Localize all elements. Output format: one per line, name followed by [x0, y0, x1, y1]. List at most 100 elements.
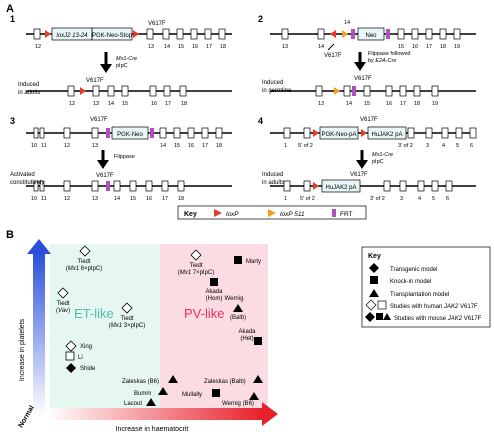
normal-label: Normal [18, 405, 36, 429]
svg-text:16: 16 [192, 44, 198, 50]
svg-text:1: 1 [284, 196, 287, 202]
x-axis-gradient [48, 408, 264, 420]
zaleskas-b6-marker [168, 375, 178, 383]
zaleskas-balb-marker [253, 375, 263, 383]
pgk-neo-stop-cassette [91, 27, 133, 41]
svg-text:Zaleskas (B6): Zaleskas (B6) [122, 379, 159, 385]
svg-text:17: 17 [206, 44, 212, 50]
svg-text:16: 16 [412, 44, 418, 50]
svg-text:16: 16 [188, 143, 194, 149]
svg-text:V617F: V617F [360, 117, 378, 123]
svg-text:16: 16 [146, 196, 152, 202]
svg-text:3: 3 [10, 116, 15, 126]
svg-text:14: 14 [318, 44, 324, 50]
panel-b-key: Key Transgenic model Knock-in model Tran… [361, 246, 491, 328]
svg-text:(Mx1 7×pIpC): (Mx1 7×pIpC) [178, 270, 215, 276]
svg-text:16: 16 [386, 101, 392, 107]
shide-marker [66, 363, 76, 373]
svg-text:V617F: V617F [90, 117, 108, 123]
svg-text:15: 15 [130, 196, 136, 202]
lacout-marker [146, 398, 156, 406]
svg-text:17: 17 [165, 101, 171, 107]
svg-text:V617F: V617F [324, 53, 342, 59]
xing-marker [65, 340, 77, 352]
svg-text:13: 13 [92, 196, 98, 202]
svg-text:13: 13 [92, 143, 98, 149]
svg-text:Induced: Induced [262, 172, 283, 178]
svg-text:loxP: loxP [226, 211, 239, 218]
svg-text:17: 17 [162, 196, 168, 202]
svg-text:Bumm: Bumm [134, 391, 151, 397]
svg-text:Studies with mouse JAK2 V617F: Studies with mouse JAK2 V617F [394, 316, 482, 322]
svg-text:3: 3 [400, 196, 403, 202]
svg-text:12: 12 [64, 143, 70, 149]
mullally-marker [212, 389, 220, 397]
svg-text:16: 16 [151, 101, 157, 107]
svg-text:pIpC: pIpC [116, 63, 128, 69]
svg-text:18: 18 [414, 101, 420, 107]
svg-text:Tiedt: Tiedt [77, 259, 90, 265]
svg-text:5: 5 [456, 143, 459, 149]
tiedt-mx1-6x-marker [79, 245, 91, 257]
human-square-icon [377, 300, 387, 310]
construct-4: 4 V617F PGK-Neo-pA HuJAK2 pA 1 5' of 2 3… [258, 116, 477, 202]
svg-text:Akada: Akada [205, 289, 223, 295]
svg-text:by E2A-Cre: by E2A-Cre [368, 58, 396, 64]
frt-icon [332, 209, 336, 217]
y-axis-arrowhead [27, 239, 51, 254]
svg-text:(Mx1 6×pIpC): (Mx1 6×pIpC) [66, 266, 103, 272]
svg-text:12: 12 [35, 44, 41, 50]
svg-text:3' of 2: 3' of 2 [370, 196, 385, 202]
svg-text:2: 2 [258, 14, 263, 24]
svg-text:in adults: in adults [262, 180, 284, 186]
svg-text:18: 18 [440, 44, 446, 50]
construct-3: 3 V617F PGK-Neo 10 11 12 13 14 15 16 17 … [10, 116, 232, 202]
marty-marker [234, 256, 242, 264]
svg-text:4: 4 [418, 196, 421, 202]
panel-a-label: A [6, 3, 14, 15]
neo-cassette [357, 27, 385, 41]
et-like-region [50, 244, 160, 414]
svg-text:4: 4 [442, 143, 445, 149]
svg-text:Xing: Xing [80, 344, 92, 350]
svg-text:Zaleskas (Balb): Zaleskas (Balb) [204, 379, 246, 385]
svg-text:Wernig: Wernig [225, 296, 244, 302]
svg-text:18: 18 [220, 44, 226, 50]
svg-text:pIpC: pIpC [372, 159, 384, 165]
tiedt-mx1-7x-marker [190, 249, 202, 261]
svg-text:Knock-in model: Knock-in model [390, 279, 431, 285]
svg-text:loxJ2 13-24: loxJ2 13-24 [56, 33, 88, 39]
construct-1: 1 loxJ2 13-24 PGK-Neo-Stop V617F 12 13 1… [10, 14, 232, 107]
svg-text:Mullally: Mullally [182, 392, 202, 398]
svg-text:Flippase: Flippase [114, 154, 135, 160]
svg-text:(Hom): (Hom) [206, 296, 223, 302]
svg-text:(Balb): (Balb) [230, 315, 246, 321]
mouse-triangle-icon [383, 313, 391, 320]
y-axis-label: Increase in platelets [19, 318, 26, 381]
svg-text:(Mx1 3×pIpC): (Mx1 3×pIpC) [109, 323, 146, 329]
knock-in-icon [370, 276, 378, 284]
svg-text:15: 15 [174, 143, 180, 149]
svg-text:11: 11 [41, 196, 47, 202]
svg-text:PGK-Neo: PGK-Neo [117, 132, 143, 138]
svg-text:4: 4 [258, 116, 263, 126]
wernig-b6-marker [249, 392, 259, 400]
svg-text:in adults: in adults [18, 90, 40, 96]
svg-text:Li: Li [78, 355, 83, 361]
svg-text:6: 6 [470, 143, 473, 149]
svg-text:17: 17 [426, 44, 432, 50]
svg-text:14: 14 [346, 101, 352, 107]
panel-a-key: Key loxP loxP 511 FRT [177, 205, 367, 220]
mouse-diamond-icon [365, 312, 375, 322]
svg-text:12: 12 [64, 196, 70, 202]
svg-text:Transgenic model: Transgenic model [390, 267, 437, 273]
svg-text:V617F: V617F [354, 76, 372, 82]
svg-text:V617F: V617F [96, 173, 114, 179]
svg-text:3: 3 [426, 143, 429, 149]
x-axis-arrowhead [262, 402, 278, 426]
svg-text:14: 14 [108, 101, 114, 107]
construct-1-number: 1 [10, 14, 15, 24]
svg-text:Neo: Neo [365, 33, 377, 39]
svg-text:17: 17 [400, 101, 406, 107]
